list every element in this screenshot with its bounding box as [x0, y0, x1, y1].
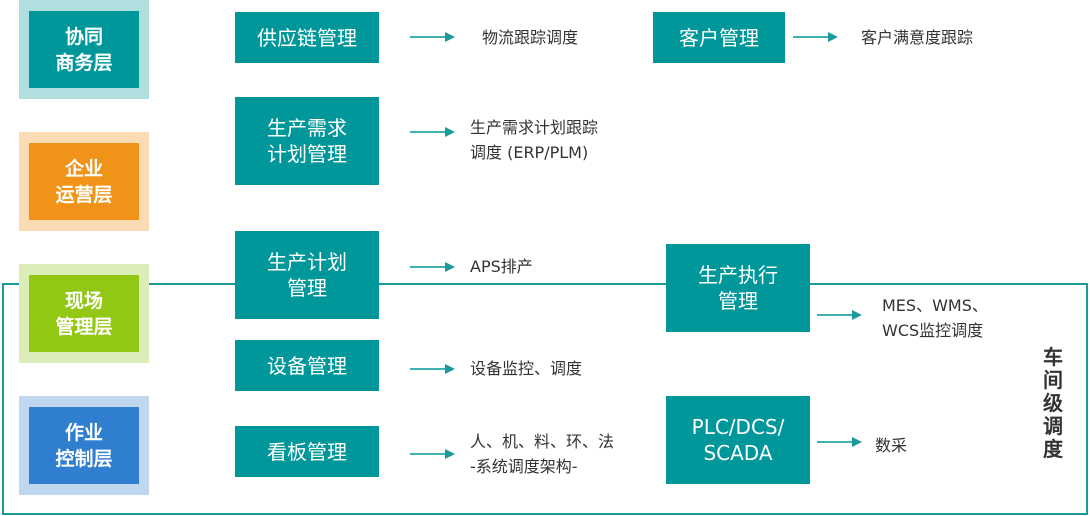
desc-logistics-tracking: 物流跟踪调度 [482, 28, 579, 47]
layer-label: 作业 控制层 [29, 407, 139, 484]
layer-enterprise-operations: 企业 运营层 [19, 132, 149, 231]
arrow-icon [410, 127, 455, 137]
module-production-planning: 生产计划 管理 [235, 231, 379, 319]
layer-label: 企业 运营层 [29, 143, 139, 220]
desc-data-collection: 数采 [875, 436, 908, 455]
arrow-icon [410, 364, 455, 374]
desc-equipment-monitoring: 设备监控、调度 [470, 359, 583, 378]
desc-customer-satisfaction: 客户满意度跟踪 [861, 28, 974, 47]
layer-label: 现场 管理层 [29, 275, 139, 352]
arrow-icon [793, 32, 838, 42]
workshop-scheduling-label: 车 间 级 调 度 [1043, 345, 1063, 461]
module-demand-planning: 生产需求 计划管理 [235, 97, 379, 185]
module-plc-dcs-scada: PLC/DCS/ SCADA [666, 396, 810, 484]
arrow-icon [410, 32, 455, 42]
arrow-icon [410, 262, 455, 272]
module-equipment: 设备管理 [235, 340, 379, 391]
arrow-icon [410, 449, 455, 459]
layer-field-management: 现场 管理层 [19, 264, 149, 363]
desc-kanban-factors: 人、机、料、环、法 -系统调度架构- [470, 432, 615, 476]
desc-demand-tracking: 生产需求计划跟踪 调度 (ERP/PLM) [470, 118, 599, 162]
layer-collaborative-business: 协同 商务层 [19, 0, 149, 99]
workshop-scheduling-frame [2, 283, 1088, 515]
module-supply-chain: 供应链管理 [235, 12, 379, 63]
module-customer: 客户管理 [653, 12, 785, 63]
arrow-icon [817, 437, 862, 447]
desc-mes-wms-wcs: MES、WMS、 WCS监控调度 [882, 296, 988, 340]
module-kanban: 看板管理 [235, 426, 379, 477]
arrow-icon [817, 310, 862, 320]
layer-operation-control: 作业 控制层 [19, 396, 149, 495]
layer-label: 协同 商务层 [29, 11, 139, 88]
module-production-execution: 生产执行 管理 [666, 244, 810, 332]
desc-aps: APS排产 [470, 257, 533, 276]
